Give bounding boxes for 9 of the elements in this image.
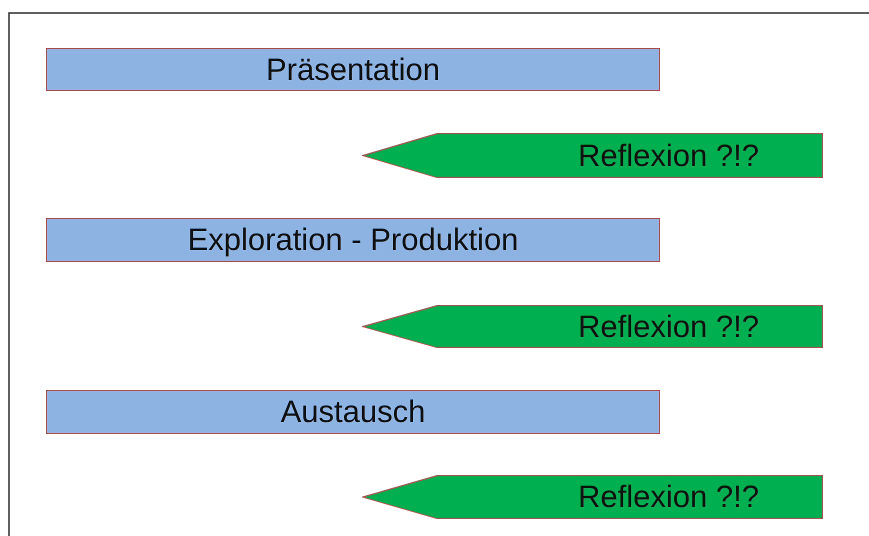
process-bar (46, 48, 660, 91)
arrow-label: Reflexion ?!? (578, 138, 759, 174)
process-bar (46, 390, 660, 434)
arrow-label: Reflexion ?!? (578, 308, 759, 344)
bar-label: Präsentation (266, 52, 440, 88)
bar-label: Exploration - Produktion (188, 222, 518, 258)
bar-label: Austausch (280, 394, 426, 430)
process-bar (46, 218, 660, 262)
arrow-label: Reflexion ?!? (578, 479, 759, 515)
